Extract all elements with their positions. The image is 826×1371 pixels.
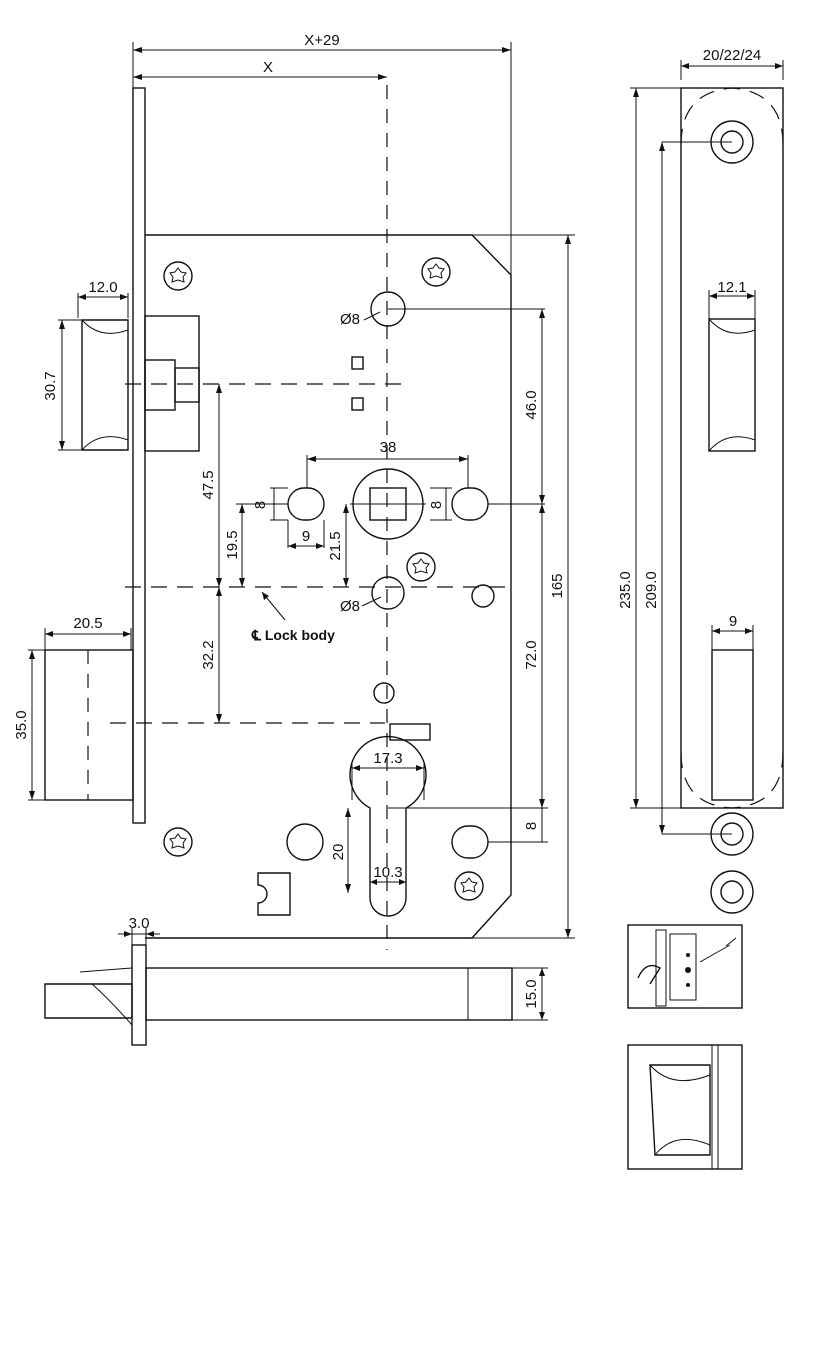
dimension-cylinder-8: 8 xyxy=(523,822,540,830)
dimension-latch-width: 12.0 xyxy=(88,279,117,296)
screw-icon xyxy=(454,871,484,901)
dimension-faceplate-235: 235.0 xyxy=(617,571,634,609)
dimension-21-5: 21.5 xyxy=(327,531,344,560)
dimension-faceplate-3-0: 3.0 xyxy=(129,915,150,932)
dimension-cylinder-20: 20 xyxy=(330,844,347,861)
dimension-cylinder-10-3: 10.3 xyxy=(373,864,402,881)
left-slot-hole xyxy=(287,487,325,521)
top-dimensions: X+29 X xyxy=(132,32,512,275)
screw-icon xyxy=(163,827,193,857)
latch-reversal-thumbnail xyxy=(627,1044,743,1170)
dimension-72-0: 72.0 xyxy=(523,640,540,669)
mid-spindle-hole xyxy=(371,576,405,610)
dimension-x: X xyxy=(263,59,273,76)
bottom-notch xyxy=(257,872,291,916)
small-square xyxy=(351,397,364,411)
dimension-32-2: 32.2 xyxy=(200,640,217,669)
faceplate-front xyxy=(132,87,146,824)
dimension-strike-slot-9: 9 xyxy=(729,613,737,630)
small-rect xyxy=(389,723,431,741)
lock-body-outline xyxy=(145,234,512,939)
bottom-left-hole xyxy=(286,823,324,861)
dimension-bottom-15-0: 15.0 xyxy=(523,979,540,1008)
small-square xyxy=(351,356,364,370)
dimension-bolt-8-left: 8 xyxy=(252,501,269,509)
dimension-19-5: 19.5 xyxy=(224,530,241,559)
dimension-47-5: 47.5 xyxy=(200,470,217,499)
dimension-latch-height: 30.7 xyxy=(42,371,59,400)
dimension-diameter-mid: Ø8 xyxy=(340,598,360,615)
small-hole xyxy=(373,682,395,704)
dimension-deadbolt-height: 35.0 xyxy=(13,710,30,739)
dimension-strike-latch-width: 12.1 xyxy=(717,279,746,296)
faceplate-side-view xyxy=(680,87,784,914)
dimension-cylinder-17-3: 17.3 xyxy=(373,750,402,767)
dimension-hole-9: 9 xyxy=(302,528,310,545)
screw-icon xyxy=(163,261,193,291)
dimension-46-0: 46.0 xyxy=(523,390,540,419)
dimension-spindle-spacing: 38 xyxy=(380,439,397,456)
installation-thumbnail xyxy=(627,924,743,1009)
deadbolt xyxy=(44,649,134,801)
lock-side-view xyxy=(44,944,513,1046)
dimension-faceplate-thickness: 20/22/24 xyxy=(703,47,761,64)
screw-icon xyxy=(406,552,436,582)
latch-bolt xyxy=(81,315,200,452)
pin-hole xyxy=(471,584,495,608)
bottom-right-slot xyxy=(451,825,489,859)
dimension-165: 165 xyxy=(549,573,566,598)
dimension-deadbolt-width: 20.5 xyxy=(73,615,102,632)
dimension-bolt-8-right: 8 xyxy=(428,501,445,509)
dimension-faceplate-209: 209.0 xyxy=(643,571,660,609)
euro-cylinder-cutout xyxy=(349,735,427,917)
screw-icon xyxy=(421,257,451,287)
dimension-diameter-top: Ø8 xyxy=(340,311,360,328)
dimension-x-plus-29: X+29 xyxy=(304,32,339,49)
right-slot-hole xyxy=(451,487,489,521)
lock-body-label: ℄ Lock body xyxy=(251,627,335,643)
